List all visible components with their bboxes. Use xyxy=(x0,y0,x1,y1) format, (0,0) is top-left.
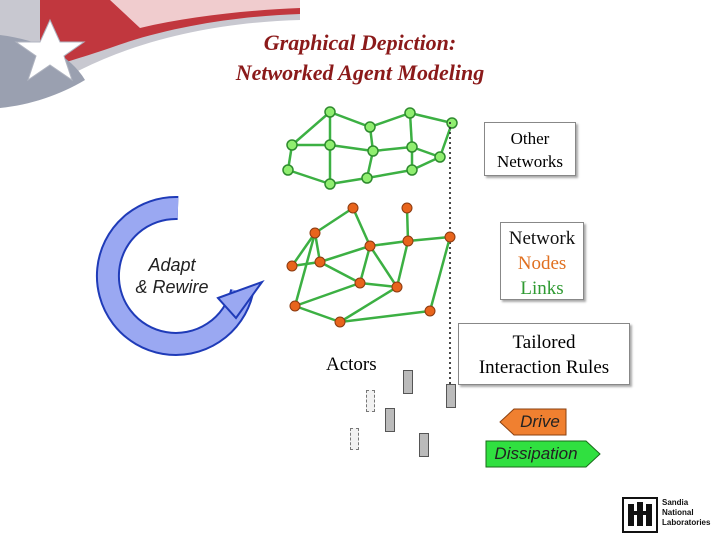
other-network-nodes xyxy=(282,106,458,190)
actor-box xyxy=(446,384,456,408)
slide-title: Graphical Depiction: Networked Agent Mod… xyxy=(0,28,720,88)
flag-banner-decoration xyxy=(0,0,300,108)
actor-network-nodes xyxy=(286,202,456,328)
legend-nodes: Nodes xyxy=(517,253,567,274)
star-icon xyxy=(14,18,86,82)
actor-box xyxy=(419,433,429,457)
interaction-rules-line-1: Tailored xyxy=(512,332,576,353)
legend-network: Network xyxy=(508,228,576,249)
other-networks-line-1: Other xyxy=(510,129,550,148)
actors-label: Actors xyxy=(326,354,377,375)
rewire-line: & Rewire xyxy=(135,277,209,297)
dissipation-arrow xyxy=(485,440,601,468)
sandia-logo-text: Sandia National Laboratories xyxy=(662,498,711,527)
title-line-1: Graphical Depiction: xyxy=(263,30,457,55)
adapt-rewire-label: Adapt & Rewire xyxy=(122,254,222,298)
sandia-logo: Sandia National Laboratories xyxy=(622,496,714,534)
actor-box xyxy=(385,408,395,432)
drive-label: Drive xyxy=(520,412,560,431)
other-networks-line-2: Networks xyxy=(496,152,564,171)
actor-box xyxy=(403,370,413,394)
other-networks-box: Other Networks xyxy=(484,122,576,176)
legend-links: Links xyxy=(520,278,564,299)
title-line-2: Networked Agent Modeling xyxy=(235,60,485,85)
dissipation-label: Dissipation xyxy=(494,444,578,463)
actor-box xyxy=(350,428,359,450)
drive-arrow xyxy=(499,408,567,436)
circular-arrow-icon xyxy=(95,195,265,356)
thunderbird-icon xyxy=(622,497,658,533)
interaction-rules-box: Tailored Interaction Rules xyxy=(458,323,630,385)
interaction-rules-line-2: Interaction Rules xyxy=(478,357,610,378)
adapt-line: Adapt xyxy=(148,255,196,275)
network-legend-box: Network Nodes Links xyxy=(500,222,584,300)
actor-box xyxy=(366,390,375,412)
